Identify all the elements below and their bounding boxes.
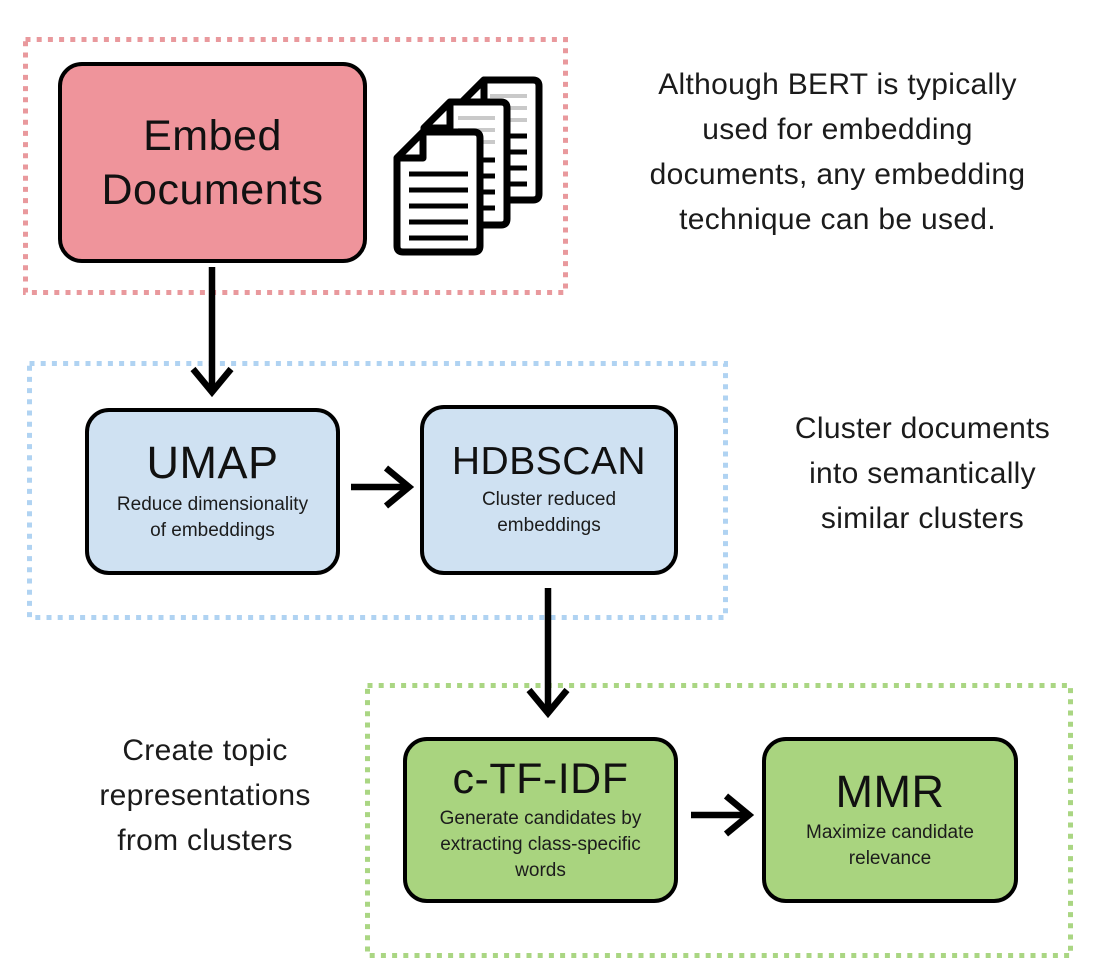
subtitle-line: Reduce dimensionality bbox=[116, 493, 309, 515]
umap-title: UMAP bbox=[146, 437, 279, 489]
annotation-line: technique can be used. bbox=[679, 203, 996, 236]
topic-section-outline bbox=[365, 683, 1073, 958]
annotation-line: Cluster documents bbox=[794, 412, 1051, 445]
ctfidf-node: c-TF-IDF Generate candidates by extracti… bbox=[403, 737, 678, 903]
arrow-embed-to-umap-icon bbox=[190, 267, 234, 398]
topics-annotation: Create topic representations from cluste… bbox=[40, 728, 370, 863]
embed-title-line: Documents bbox=[101, 165, 324, 214]
cluster-section-outline bbox=[27, 361, 728, 620]
annotation-line: similar clusters bbox=[820, 502, 1025, 535]
subtitle-line: Cluster reduced bbox=[481, 489, 617, 511]
subtitle-line: relevance bbox=[848, 848, 932, 870]
hdbscan-node: HDBSCAN Cluster reduced embeddings bbox=[420, 405, 678, 575]
arrow-umap-to-hdbscan-icon bbox=[351, 465, 414, 509]
arrow-ctfidf-to-mmr-icon bbox=[691, 793, 754, 837]
hdbscan-subtitle: Cluster reduced embeddings bbox=[482, 487, 616, 539]
subtitle-line: embeddings bbox=[497, 515, 601, 537]
ctfidf-subtitle: Generate candidates by extracting class-… bbox=[440, 806, 642, 884]
subtitle-line: of embeddings bbox=[150, 519, 275, 541]
ctfidf-title: c-TF-IDF bbox=[452, 754, 629, 803]
umap-subtitle: Reduce dimensionality of embeddings bbox=[117, 492, 308, 544]
embed-documents-node: Embed Documents bbox=[58, 62, 367, 263]
mmr-subtitle: Maximize candidate relevance bbox=[806, 820, 974, 872]
annotation-line: into semantically bbox=[809, 457, 1036, 490]
annotation-line: representations bbox=[99, 779, 311, 812]
umap-node: UMAP Reduce dimensionality of embeddings bbox=[85, 408, 340, 575]
annotation-line: used for embedding bbox=[702, 113, 973, 146]
arrow-hdbscan-to-ctfidf-icon bbox=[526, 588, 570, 719]
subtitle-line: Maximize candidate bbox=[806, 822, 974, 844]
embed-section-outline bbox=[23, 37, 568, 295]
annotation-line: Although BERT is typically bbox=[658, 68, 1017, 101]
annotation-line: documents, any embedding bbox=[649, 158, 1026, 191]
embed-annotation: Although BERT is typically used for embe… bbox=[585, 62, 1090, 242]
hdbscan-title: HDBSCAN bbox=[451, 439, 647, 483]
annotation-line: from clusters bbox=[117, 824, 293, 857]
annotation-line: Create topic bbox=[122, 734, 288, 767]
mmr-title: MMR bbox=[835, 765, 945, 817]
embed-title-line: Embed bbox=[143, 111, 282, 160]
documents-stack-icon bbox=[393, 76, 543, 256]
subtitle-line: Generate candidates by bbox=[439, 808, 642, 830]
subtitle-line: extracting class-specific bbox=[440, 834, 641, 856]
cluster-annotation: Cluster documents into semantically simi… bbox=[750, 406, 1095, 541]
mmr-node: MMR Maximize candidate relevance bbox=[762, 737, 1018, 903]
subtitle-line: words bbox=[515, 860, 566, 882]
embed-documents-title: Embed Documents bbox=[102, 109, 324, 217]
